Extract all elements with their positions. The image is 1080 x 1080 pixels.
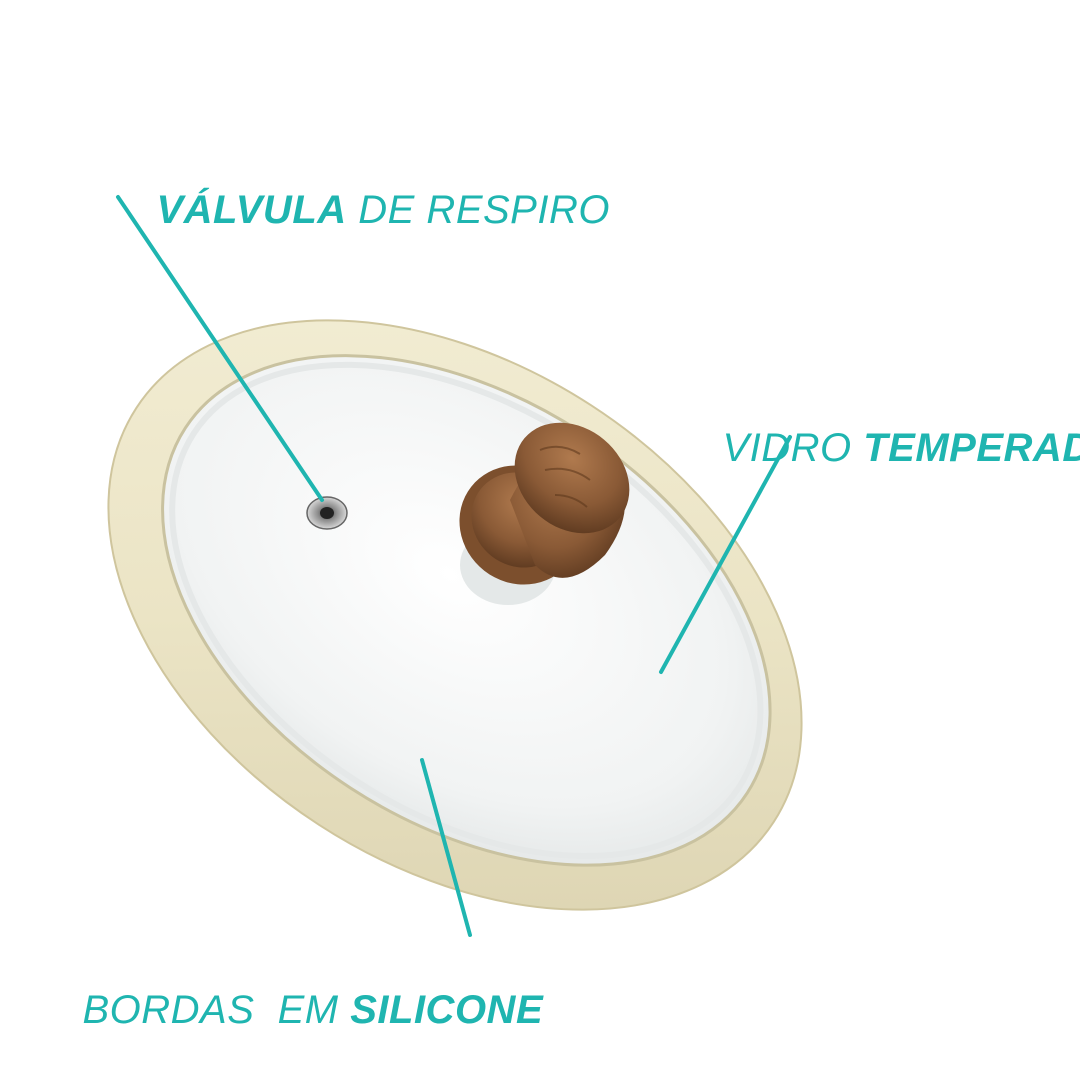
glass-label-bold: TEMPERADO [863, 426, 1080, 470]
valve-label-bold: VÁLVULA [156, 188, 347, 232]
edge-label: BORDAS EM SILICONE [36, 950, 543, 1070]
valve-callout-line [116, 195, 324, 502]
edge-label-light: BORDAS EM [82, 988, 351, 1032]
silicone-rim [107, 319, 803, 911]
glass-callout-line [659, 435, 792, 674]
steam-valve [306, 496, 348, 530]
edge-label-bold: SILICONE [350, 988, 544, 1032]
valve-label-light: DE RESPIRO [346, 188, 610, 232]
glass-label-light: VIDRO [722, 426, 864, 470]
wooden-knob [459, 422, 630, 585]
valve-label: VÁLVULA DE RESPIRO [110, 150, 610, 270]
glass-label: VIDRO TEMPERADO [676, 388, 1080, 508]
edge-callout-line [420, 758, 472, 937]
